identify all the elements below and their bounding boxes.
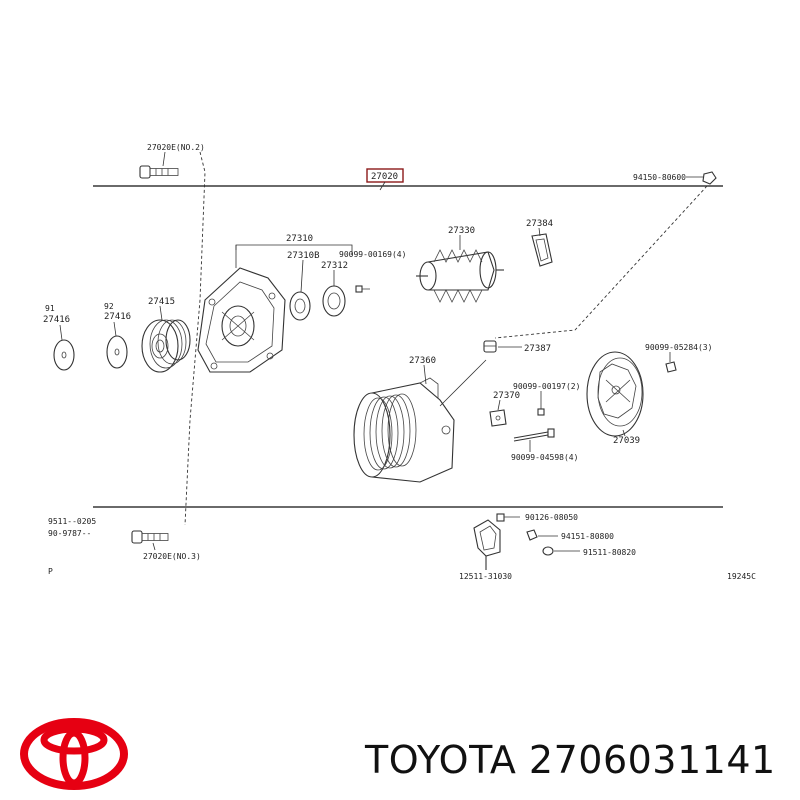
bearing	[289, 291, 311, 321]
label-bracket-washer: 91511-80820	[583, 548, 636, 557]
label-pulley: 27415	[148, 297, 175, 307]
label-frame: 27310	[286, 234, 313, 244]
label-regulator: 27370	[493, 391, 520, 401]
assembly-leader	[379, 181, 386, 191]
label-stator: 27360	[409, 356, 436, 366]
label-frame-sub: 27310B	[287, 251, 320, 261]
figure-code: 19245C	[727, 572, 756, 581]
nut-top-right	[702, 171, 717, 185]
bracket-washer	[542, 546, 554, 556]
toyota-logo-icon	[20, 718, 128, 790]
label-screw-frame: 90099-00169(4)	[339, 250, 406, 259]
label-cover-screw: 90099-05284(3)	[645, 343, 712, 352]
brush-holder	[531, 233, 553, 267]
leader-left-small	[59, 324, 63, 341]
label-cover: 27039	[613, 436, 640, 446]
rotor	[416, 249, 504, 303]
label-holder: 27384	[526, 219, 553, 229]
bracket-bolt	[496, 513, 520, 522]
washer-left	[106, 335, 128, 369]
rear-cover	[586, 351, 644, 437]
dashed-bolt-path	[184, 151, 206, 526]
bearing-retainer	[322, 285, 346, 317]
terminal-plug	[483, 340, 497, 353]
label-left-small: 27416	[43, 315, 70, 325]
pulley	[141, 319, 191, 373]
left-note-2: 90-9787--	[48, 529, 91, 538]
label-left-small-ref: 91	[45, 304, 55, 313]
drive-end-frame	[197, 267, 286, 373]
bottom-bolt	[131, 530, 169, 544]
leader-bolt-top	[162, 151, 166, 167]
leader-regulator	[497, 399, 501, 411]
dashed-nut-path	[494, 185, 708, 339]
label-nut-top-right: 94150-80600	[633, 173, 686, 182]
assembly-number-label: 27020	[371, 172, 398, 182]
brand-part-number: TOYOTA 2706031141	[365, 738, 776, 782]
label-screw-reg: 90099-00197(2)	[513, 382, 580, 391]
regulator-screw	[537, 408, 545, 416]
bracket	[473, 519, 501, 570]
long-bolt	[513, 428, 555, 442]
bracket-nut	[526, 529, 538, 541]
brand-row: TOYOTA 2706031141	[0, 700, 800, 790]
leader-bolt-bottom	[152, 542, 156, 551]
leader-washer-left	[113, 321, 117, 337]
stator-housing	[353, 377, 455, 483]
left-note-1: 9511--0205	[48, 517, 96, 526]
frame-screw	[355, 285, 370, 293]
label-plug: 27387	[524, 344, 551, 354]
leader-cover	[622, 429, 626, 437]
leader-stator	[423, 364, 427, 385]
leader-stator-plug	[439, 359, 487, 407]
label-rotor: 27330	[448, 226, 475, 236]
label-washer-left: 27416	[104, 312, 131, 322]
leader-holder	[538, 227, 541, 237]
left-note-3: P	[48, 567, 53, 576]
washer-far-left	[53, 339, 75, 371]
label-bearing: 27312	[321, 261, 348, 271]
label-bracket-bolt: 90126-08050	[525, 513, 578, 522]
label-bolt-top: 27020E(NO.2)	[147, 143, 205, 152]
label-bolt-bottom: 27020E(NO.3)	[143, 552, 201, 561]
cover-screw	[665, 361, 677, 373]
leader-frame-sub	[300, 259, 304, 293]
leader-pulley	[159, 305, 163, 321]
label-washer-left-ref: 92	[104, 302, 114, 311]
top-bolt	[139, 165, 179, 179]
regulator	[489, 409, 507, 427]
label-bracket-nut: 94151-80800	[561, 532, 614, 541]
label-bracket: 12511-31030	[459, 572, 512, 581]
label-bolt-long: 90099-04598(4)	[511, 453, 578, 462]
